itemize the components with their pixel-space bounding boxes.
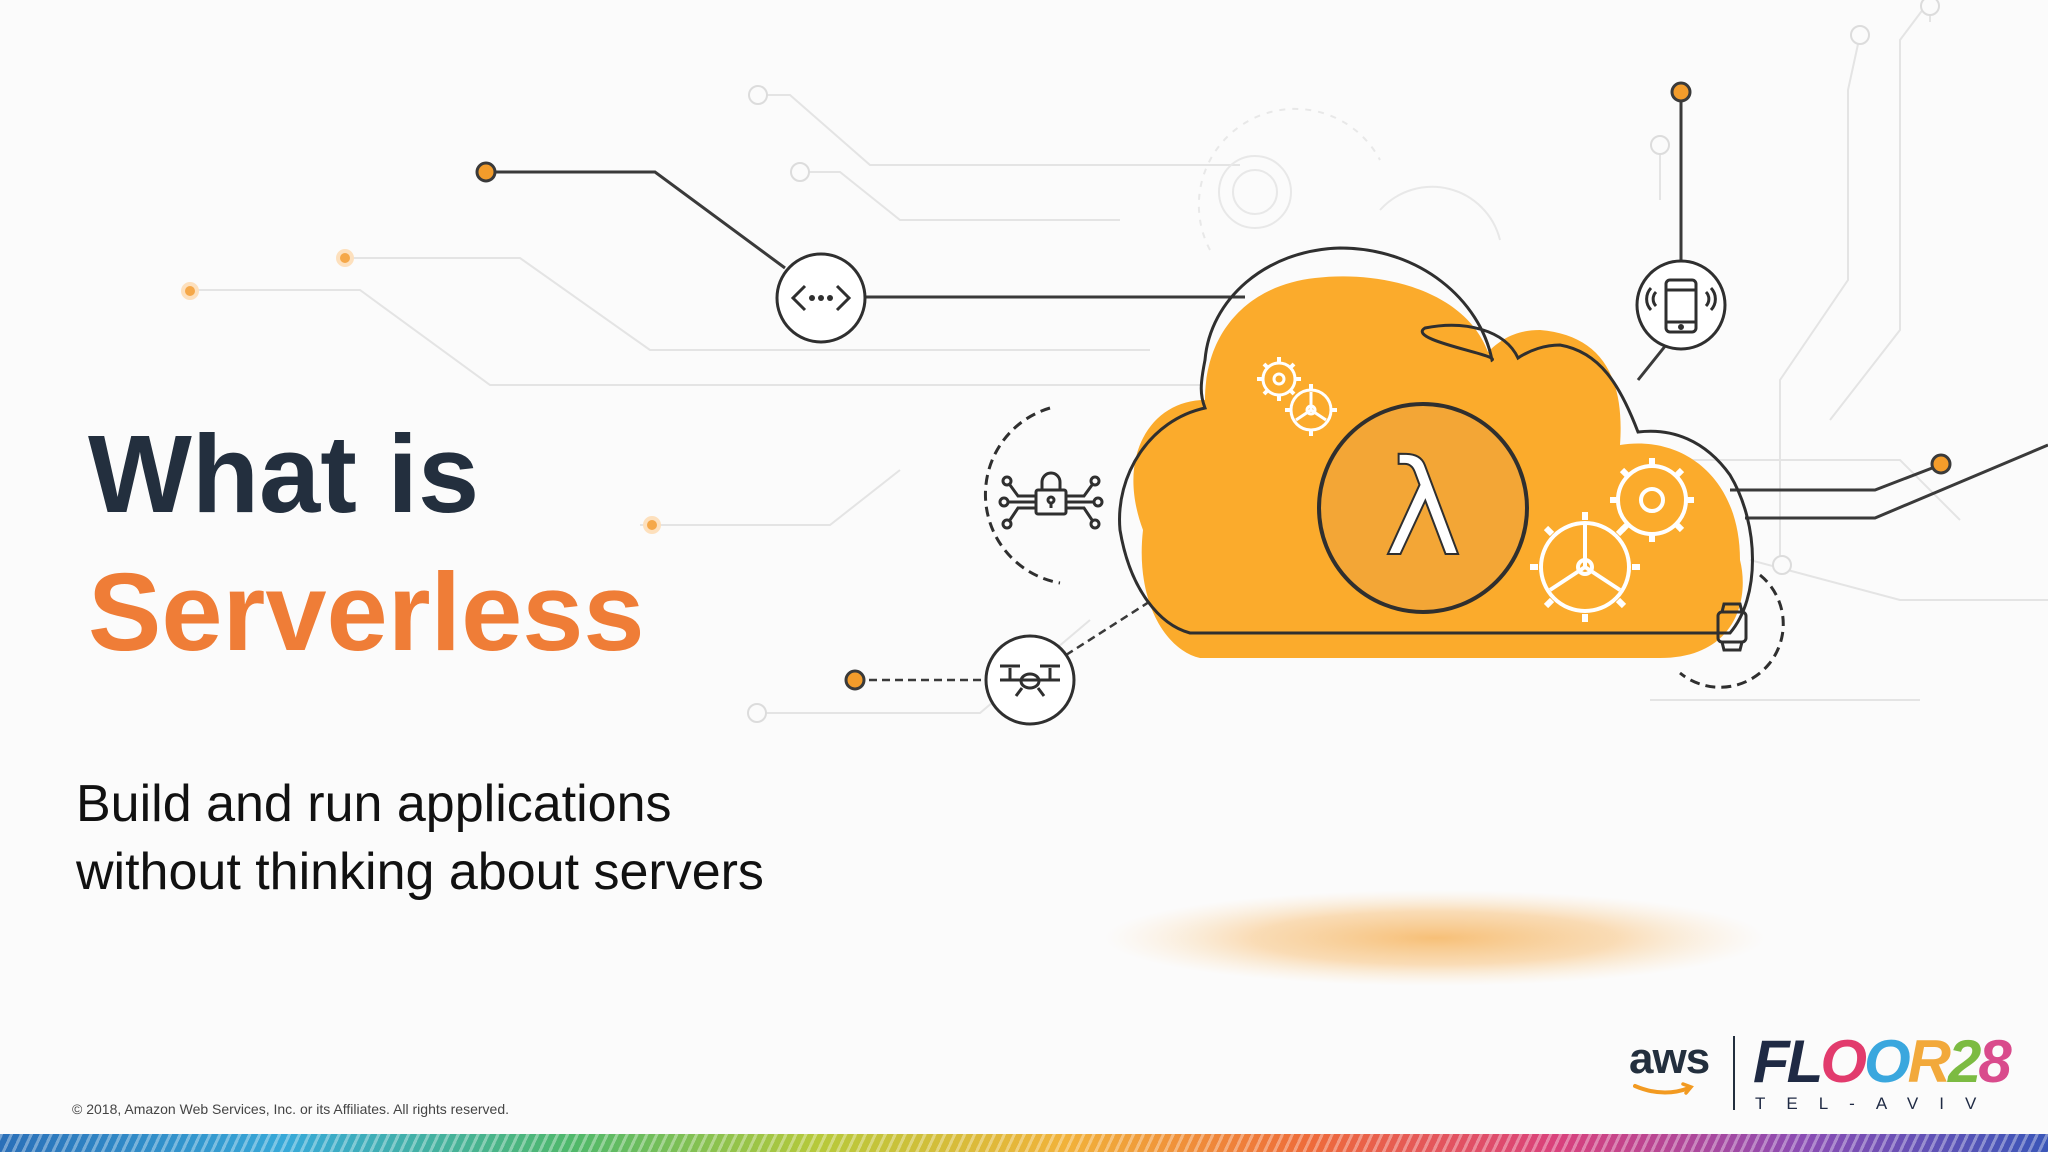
aws-logo: aws [1629, 1034, 1710, 1083]
subtitle-line-1: Build and run applications [76, 775, 672, 833]
subtitle-line-2: without thinking about servers [76, 843, 764, 901]
floor28-letter: R [1907, 1028, 1951, 1095]
floor28-letter: L [1786, 1028, 1824, 1095]
subtitle: Build and run applications without think… [76, 770, 764, 906]
copyright-notice: © 2018, Amazon Web Services, Inc. or its… [72, 1101, 509, 1117]
title-what-is: What is [88, 413, 480, 536]
background-circuit-nodes [747, 0, 1940, 723]
lambda-cloud: λ [1118, 246, 1754, 658]
logo-divider [1733, 1036, 1735, 1110]
rainbow-footer-stripe [0, 1134, 2048, 1152]
orange-dots-faint [181, 249, 661, 534]
drone-icon [984, 634, 1076, 726]
smartphone-icon [1635, 259, 1727, 351]
floor28-letter: 8 [1978, 1028, 2011, 1095]
lambda-circle [1317, 402, 1529, 614]
floor28-letter: O [1863, 1028, 1911, 1095]
background-ring-decor [1197, 107, 1501, 251]
footer-logos: aws FLOOR28 TEL-AVIV [1625, 1030, 2012, 1115]
gear-icon-small [1257, 357, 1337, 436]
smartwatch-icon [1679, 573, 1785, 689]
aws-smile-icon [1633, 1082, 1694, 1095]
gear-icon-large [1530, 458, 1694, 622]
floor28-city: TEL-AVIV [1755, 1094, 1998, 1113]
floor28-letter: 2 [1948, 1028, 1981, 1095]
lock-circuit-icon [983, 406, 1104, 585]
connection-lines [488, 92, 2048, 682]
background-circuit [190, 0, 2048, 714]
title-serverless: Serverless [88, 551, 645, 674]
lambda-icon: λ [1384, 432, 1462, 586]
orange-nodes [475, 81, 1952, 691]
cloud-outline [1118, 246, 1754, 635]
floor28-letter: O [1820, 1028, 1867, 1095]
cloud-shadow [1105, 890, 1765, 986]
floor28-logo: FLOOR28 [1753, 1028, 2012, 1095]
floor28-letter: F [1753, 1028, 1790, 1095]
api-endpoint-icon [775, 252, 867, 344]
